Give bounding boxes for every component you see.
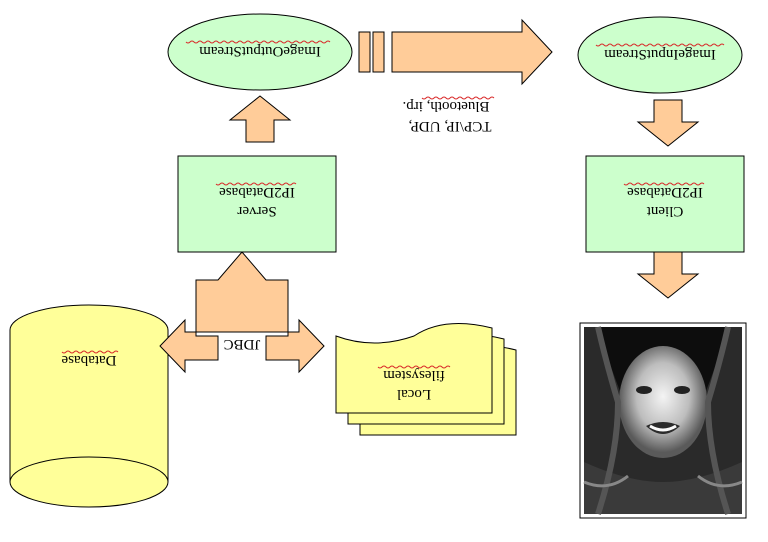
input-stream-label: ImageInputStream <box>604 46 716 62</box>
protocols-text: TCP\IP, UDP, Bluetooth, irp. <box>402 96 495 134</box>
stripe-1 <box>372 31 385 73</box>
database-label: Database <box>61 352 116 368</box>
local-fs-line1: Local <box>397 386 431 402</box>
arrow-server-to-output <box>228 95 292 143</box>
server-line1: Server <box>237 203 276 219</box>
image-input-stream-ellipse: ImageInputStream <box>577 16 743 94</box>
server-line2: IP2Database <box>219 184 295 200</box>
spell-underline <box>215 182 297 186</box>
client-line2: IP2Database <box>627 184 703 200</box>
database-cylinder: Database <box>9 304 169 508</box>
stripe-2 <box>358 31 371 73</box>
spell-underline <box>377 365 451 369</box>
arrow-client-to-image <box>636 251 700 299</box>
arrow-input-to-client <box>636 99 700 147</box>
jdbc-arrow: JDBC <box>159 251 325 374</box>
protocols-line2: Bluetooth, irp. <box>402 98 489 114</box>
protocols-line1: TCP\IP, UDP, <box>409 118 492 134</box>
spell-underline <box>61 350 119 354</box>
client-line1: Client <box>646 203 683 219</box>
server-box: Server IP2Database <box>177 155 337 253</box>
photo-of-person <box>579 322 747 519</box>
transport-arrow <box>358 18 553 86</box>
spell-underline <box>421 96 495 100</box>
flipped-diagram-group: Database JDBC Local filesystem <box>9 13 747 519</box>
client-box: Client IP2Database <box>585 155 745 253</box>
local-filesystem-stack: Local filesystem <box>335 323 517 436</box>
image-output-stream-ellipse: ImageOutputStream <box>167 13 353 91</box>
jdbc-label: JDBC <box>224 336 261 352</box>
spell-underline <box>185 40 331 44</box>
spell-underline <box>623 182 705 186</box>
spell-underline <box>595 43 725 47</box>
output-stream-label: ImageOutputStream <box>199 43 321 59</box>
local-fs-line2: filesystem <box>383 367 445 383</box>
